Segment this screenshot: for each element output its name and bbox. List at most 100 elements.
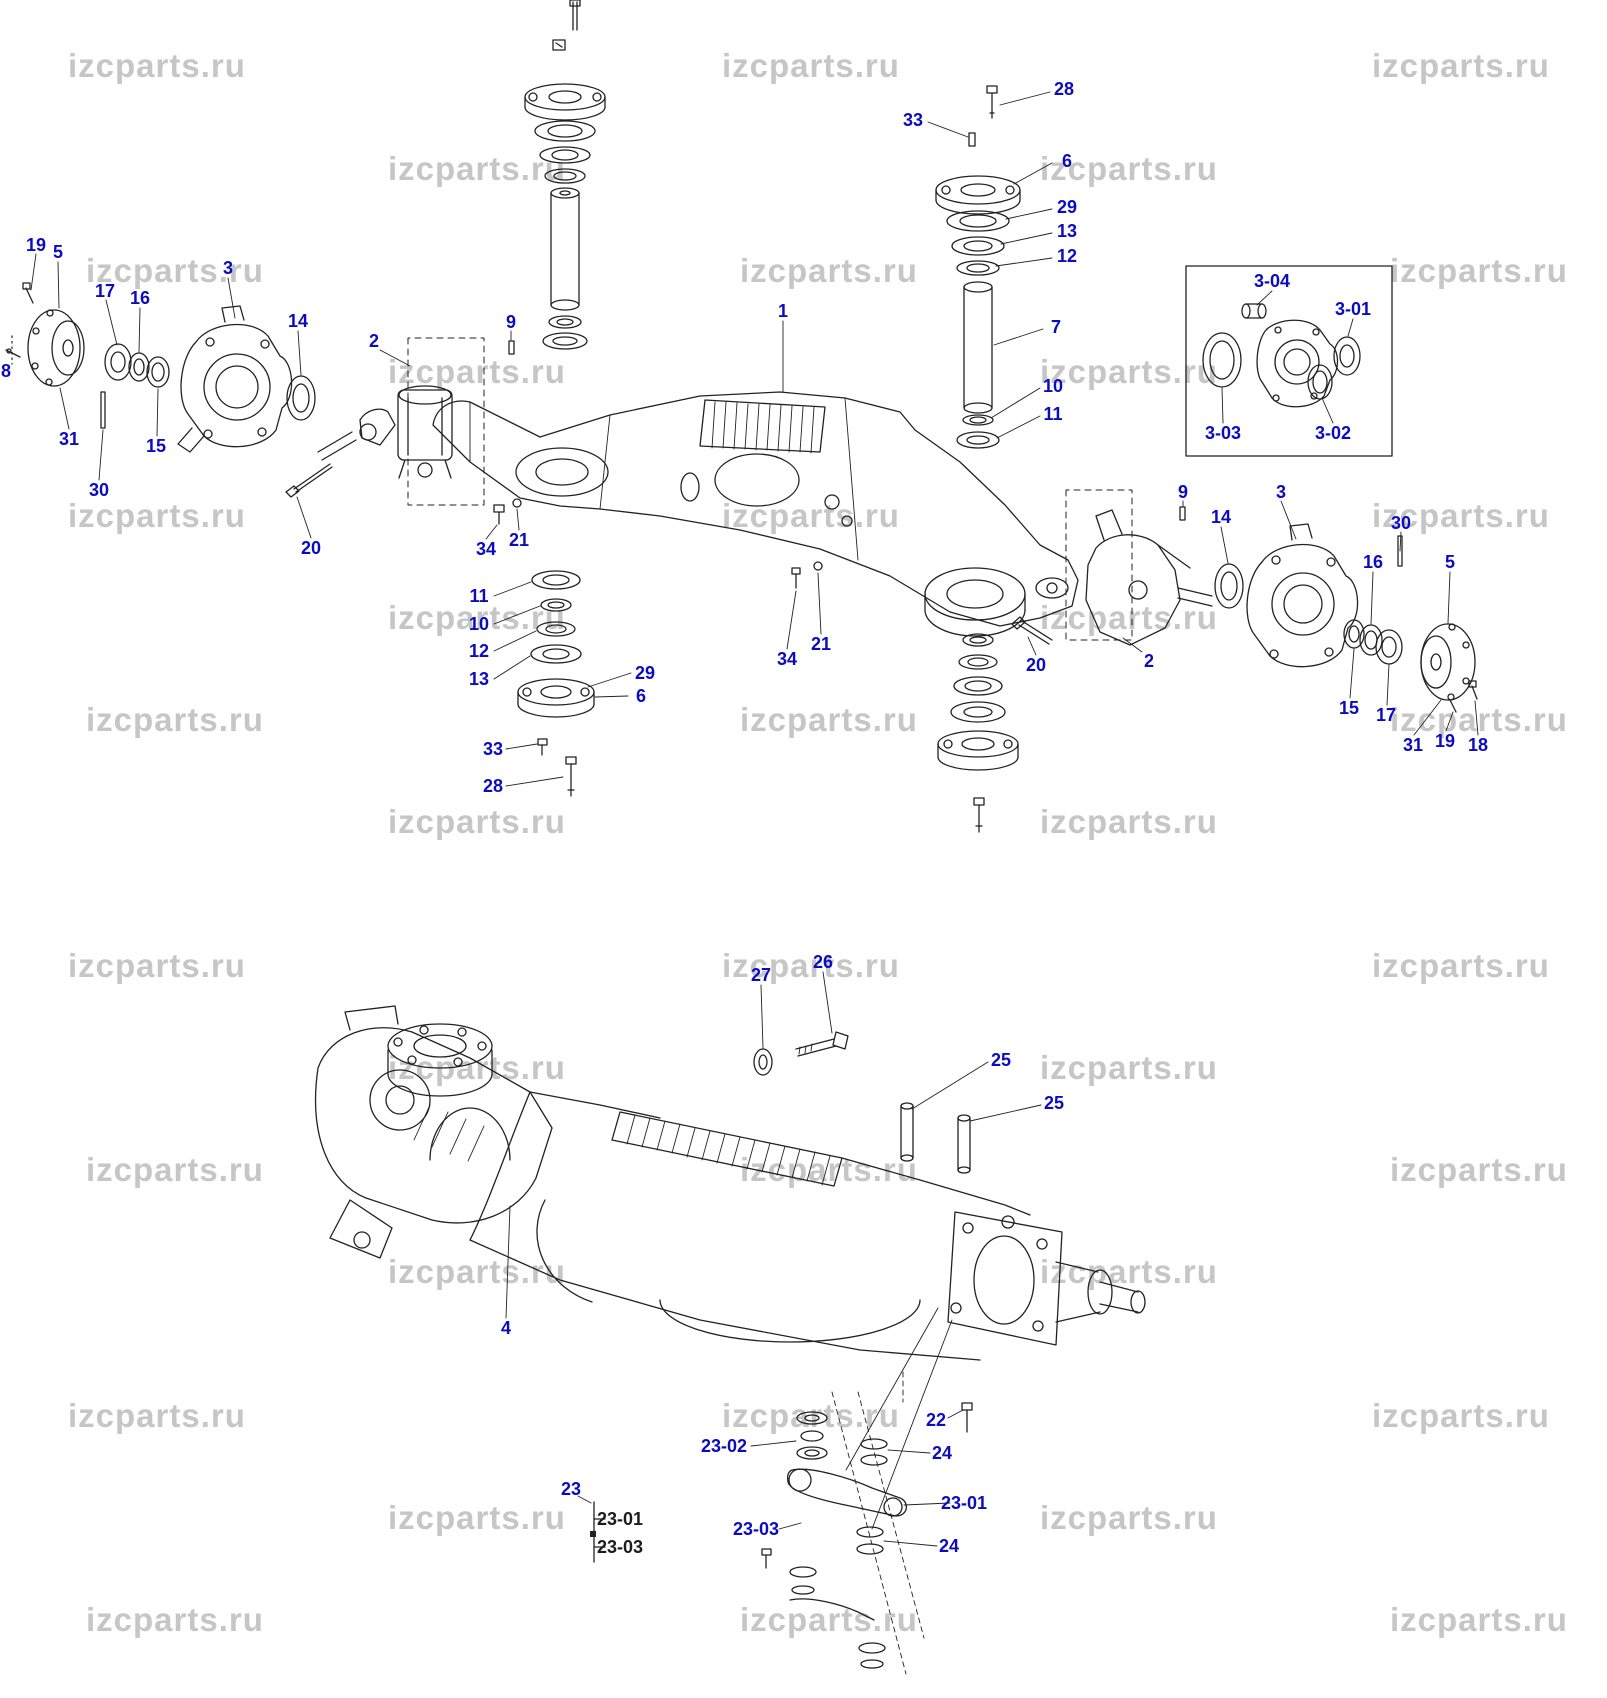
watermark-text: izcparts.ru — [1372, 47, 1550, 84]
bolt-26-washer-27 — [753, 1031, 849, 1076]
callout-6: 6 — [635, 686, 647, 706]
callout-3-04: 3-04 — [1253, 271, 1291, 291]
watermark-text: izcparts.ru — [740, 252, 918, 289]
watermark-text: izcparts.ru — [1372, 947, 1550, 984]
callout-31: 31 — [1402, 735, 1424, 755]
tie-rod-group — [590, 1307, 973, 1675]
callout-23-01: 23-01 — [596, 1509, 644, 1529]
watermark-text: izcparts.ru — [1390, 1601, 1568, 1638]
callout-12: 12 — [1056, 246, 1078, 266]
callout-10: 10 — [468, 614, 490, 634]
watermark-text: izcparts.ru — [740, 1601, 918, 1638]
watermark-text: izcparts.ru — [388, 1253, 566, 1290]
callout-29: 29 — [634, 663, 656, 683]
kingpin-stack-upper-right — [935, 85, 1021, 449]
watermark-text: izcparts.ru — [86, 701, 264, 738]
watermark-text: izcparts.ru — [1040, 599, 1218, 636]
callout-24: 24 — [938, 1536, 960, 1556]
callout-9: 9 — [1177, 482, 1189, 502]
callout-25: 25 — [990, 1050, 1012, 1070]
callout-4: 4 — [500, 1318, 512, 1338]
callout-5: 5 — [1444, 552, 1456, 572]
callout-14: 14 — [1210, 507, 1232, 527]
callout-27: 27 — [750, 965, 772, 985]
watermark-text: izcparts.ru — [1040, 353, 1218, 390]
callout-28: 28 — [482, 776, 504, 796]
callout-5: 5 — [52, 242, 64, 262]
leader-lines-bottom — [505, 971, 1042, 1547]
watermark-text: izcparts.ru — [1040, 1049, 1218, 1086]
callout-23-01: 23-01 — [940, 1493, 988, 1513]
watermark-text: izcparts.ru — [1390, 252, 1568, 289]
callout-3: 3 — [222, 258, 234, 278]
callout-22: 22 — [925, 1410, 947, 1430]
callout-7: 7 — [1050, 317, 1062, 337]
callout-9: 9 — [505, 312, 517, 332]
callout-19: 19 — [25, 235, 47, 255]
watermark-text: izcparts.ru — [388, 1049, 566, 1086]
callout-13: 13 — [468, 669, 490, 689]
watermark-text: izcparts.ru — [722, 47, 900, 84]
callout-23-03: 23-03 — [596, 1537, 644, 1557]
left-hub-knuckle-group — [5, 282, 522, 525]
callout-34: 34 — [475, 539, 497, 559]
watermark-text: izcparts.ru — [388, 599, 566, 636]
callout-1: 1 — [777, 301, 789, 321]
callout-18: 18 — [1467, 735, 1489, 755]
leader-lines-top — [30, 91, 1479, 787]
kingpin-stack-lower-left — [517, 570, 595, 797]
watermark-text: izcparts.ru — [722, 947, 900, 984]
callout-11: 11 — [1043, 404, 1063, 424]
watermark-text: izcparts.ru — [388, 1499, 566, 1536]
callout-25: 25 — [1043, 1093, 1065, 1113]
callout-3-02: 3-02 — [1314, 423, 1352, 443]
callout-31: 31 — [58, 429, 80, 449]
callout-34: 34 — [776, 649, 798, 669]
callout-30: 30 — [88, 480, 110, 500]
watermark-text: izcparts.ru — [388, 803, 566, 840]
watermark-text: izcparts.ru — [1390, 701, 1568, 738]
callout-15: 15 — [1338, 698, 1360, 718]
callout-16: 16 — [129, 288, 151, 308]
callout-29: 29 — [1056, 197, 1078, 217]
watermark-text: izcparts.ru — [388, 150, 566, 187]
callout-26: 26 — [812, 952, 834, 972]
callout-30: 30 — [1390, 513, 1412, 533]
watermark-text: izcparts.ru — [86, 252, 264, 289]
watermark-text: izcparts.ru — [68, 947, 246, 984]
inset-knuckle-box — [1185, 265, 1393, 457]
callout-23: 23 — [560, 1479, 582, 1499]
callout-13: 13 — [1056, 221, 1078, 241]
watermark-text: izcparts.ru — [388, 353, 566, 390]
callout-23-03: 23-03 — [732, 1519, 780, 1539]
axle-beam — [432, 391, 1079, 637]
callout-15: 15 — [145, 436, 167, 456]
callout-21: 21 — [810, 634, 832, 654]
callout-20: 20 — [1025, 655, 1047, 675]
watermark-text: izcparts.ru — [1040, 1253, 1218, 1290]
callout-20: 20 — [300, 538, 322, 558]
callout-8: 8 — [0, 361, 12, 381]
callout-3-01: 3-01 — [1334, 299, 1372, 319]
watermark-text: izcparts.ru — [740, 1151, 918, 1188]
callout-3-03: 3-03 — [1204, 423, 1242, 443]
watermark-text: izcparts.ru — [1040, 803, 1218, 840]
callout-16: 16 — [1362, 552, 1384, 572]
callout-3: 3 — [1275, 482, 1287, 502]
callout-6: 6 — [1061, 151, 1073, 171]
callout-33: 33 — [482, 739, 504, 759]
kingpin-stack-lower-right — [937, 633, 1019, 833]
callout-19: 19 — [1434, 731, 1456, 751]
watermark-text: izcparts.ru — [86, 1601, 264, 1638]
callout-23-02: 23-02 — [700, 1436, 748, 1456]
callout-11: 11 — [469, 586, 489, 606]
watermark-text: izcparts.ru — [740, 701, 918, 738]
watermark-text: izcparts.ru — [68, 47, 246, 84]
callout-24: 24 — [931, 1443, 953, 1463]
watermark-text: izcparts.ru — [1372, 497, 1550, 534]
callout-2: 2 — [1143, 651, 1155, 671]
